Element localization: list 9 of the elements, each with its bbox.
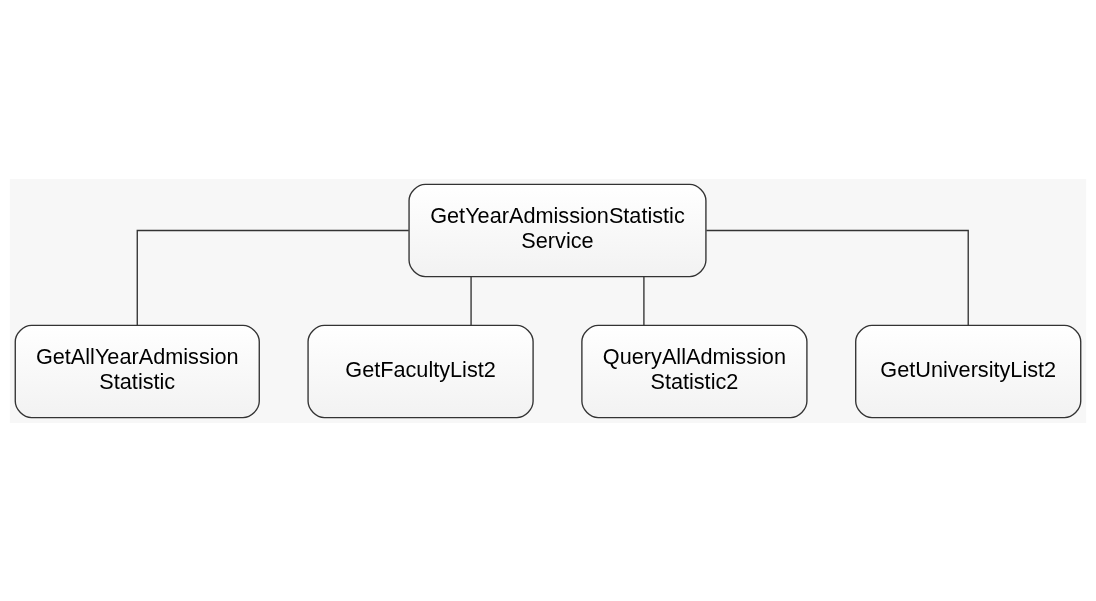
node-box: GetYearAdmissionStatistic Service [408, 183, 707, 277]
node-box: QueryAllAdmission Statistic2 [581, 324, 808, 418]
connector [136, 229, 410, 326]
node-box: GetFacultyList2 [307, 324, 534, 418]
connector [705, 229, 969, 326]
node-box: GetAllYearAdmission Statistic [14, 324, 260, 418]
connector [470, 275, 472, 326]
node-box: GetUniversityList2 [855, 324, 1082, 418]
connector [643, 275, 645, 326]
